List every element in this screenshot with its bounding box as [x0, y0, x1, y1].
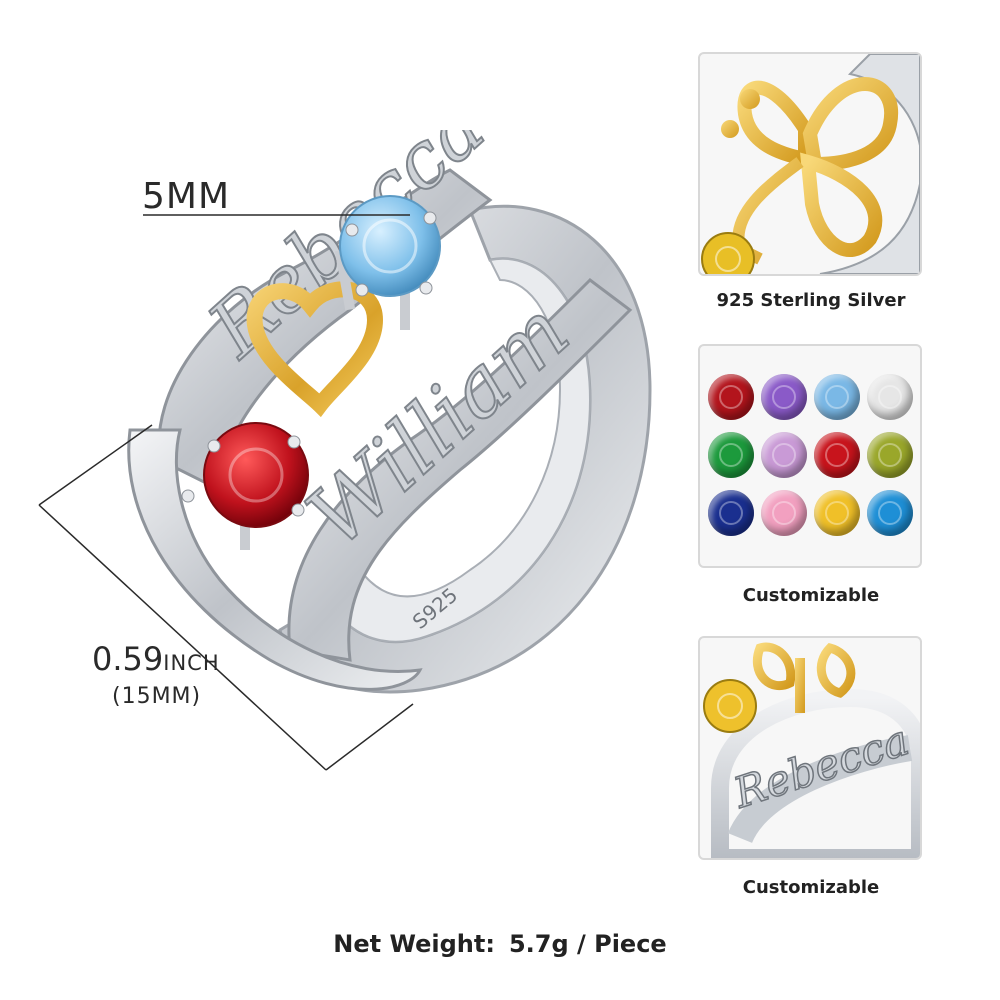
width-tick-bottom [325, 703, 414, 771]
birthstone-gem [866, 374, 913, 420]
name-ring-closeup-image: Rebecca [703, 642, 920, 858]
detail-panel-name-ring: Rebecca [698, 636, 922, 860]
birthstone-gem [813, 374, 860, 420]
birthstone-gem [866, 490, 913, 536]
main-ring-image: Rebecca William S925 [127, 130, 652, 694]
net-weight-label: Net Weight: [333, 930, 495, 958]
aquamarine-stone [334, 195, 441, 330]
stone-size-label: 5MM [142, 176, 231, 217]
birthstone-gem [760, 490, 807, 536]
ruby-stone [181, 422, 309, 550]
gold-heart [246, 281, 384, 418]
width-inch-label: 0.59INCH [92, 640, 220, 678]
birthstone-gem [866, 432, 913, 478]
net-weight-value: 5.7g / Piece [508, 930, 667, 958]
width-value: 0.59 [92, 640, 164, 678]
detail-panel-birthstones [698, 344, 922, 568]
width-unit: INCH [163, 651, 220, 675]
birthstone-gem [707, 490, 754, 536]
birthstone-grid [704, 374, 916, 536]
birthstone-gem [760, 432, 807, 478]
width-tick-top [38, 424, 153, 506]
dimension-lines [38, 214, 414, 771]
detail-panel-butterfly [698, 52, 922, 276]
birthstone-gem [760, 374, 807, 420]
birthstone-gem [707, 432, 754, 478]
width-line [38, 504, 327, 771]
caption-customizable-stones: Customizable [742, 585, 880, 606]
birthstone-gem [813, 432, 860, 478]
caption-sterling-silver: 925 Sterling Silver [716, 290, 906, 311]
birthstone-gem [707, 374, 754, 420]
butterfly-closeup-image [701, 54, 920, 274]
width-mm-label: (15MM) [112, 684, 202, 709]
caption-customizable-name: Customizable [742, 877, 880, 898]
birthstone-gem [813, 490, 860, 536]
net-weight: Net Weight: 5.7g / Piece [0, 930, 1000, 958]
